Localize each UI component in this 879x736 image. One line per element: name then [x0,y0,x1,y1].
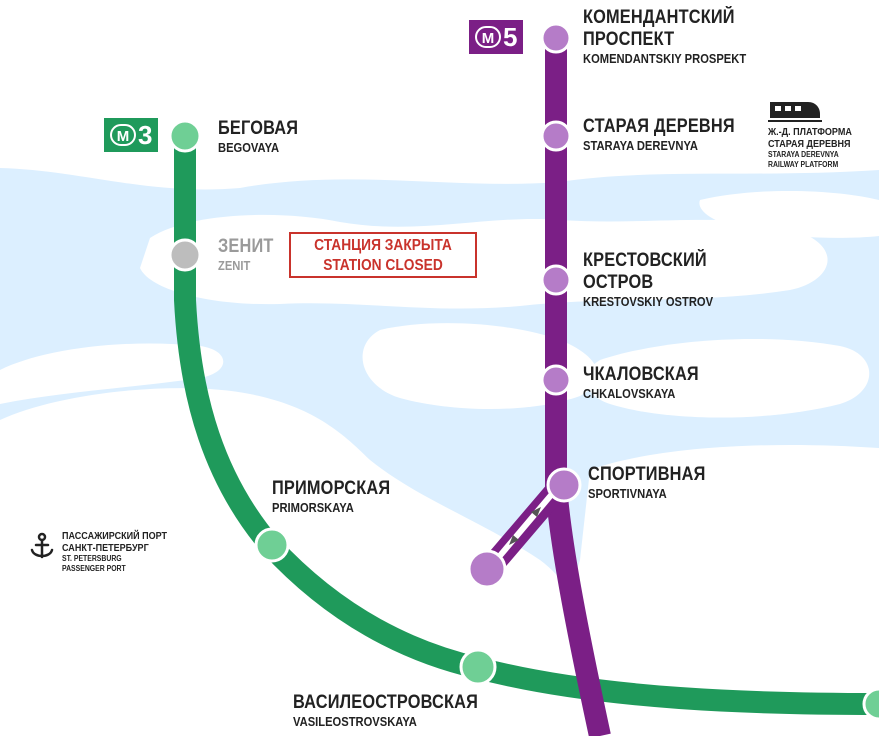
station-name-ru: ПРИМОРСКАЯ [272,478,391,499]
closed-notice-en: STATION CLOSED [323,257,443,274]
train-icon [768,102,822,122]
land-krestovsky-south [586,338,870,418]
station-dot-vasileostrovskaya[interactable] [459,648,497,686]
port-ru: ПАССАЖИРСКИЙ ПОРТ [62,530,168,542]
line-3-track [174,125,879,715]
line-5-number: 5 [503,22,518,52]
station-name-en: CHKALOVSKAYA [583,386,676,401]
station-name-ru: СТАРАЯ ДЕРЕВНЯ [583,116,735,137]
land-north [0,0,879,190]
anchor-icon [30,532,54,559]
station-dot-staraya[interactable] [540,120,572,152]
station-label-primorskaya[interactable]: ПРИМОРСКАЯ PRIMORSKAYA [272,478,410,515]
station-dot-chkalovskaya[interactable] [540,364,572,396]
station-name-en: KOMENDANTSKIY PROSPEKT [583,51,747,66]
station-name-ru: БЕГОВАЯ [218,118,299,139]
station-dot-primorskaya[interactable] [254,527,290,563]
metro-logo-icon: M [110,124,136,146]
land-petrogradsky [569,444,879,736]
metro-logo-icon: M [475,26,501,48]
port-en: ST. PETERSBURG [62,554,122,563]
station-dot-begovaya[interactable] [168,119,202,153]
station-dot-sportivnaya[interactable] [546,467,582,503]
station-name-ru: ПРОСПЕКТ [583,29,675,50]
station-label-staraya[interactable]: СТАРАЯ ДЕРЕВНЯ STARAYA DEREVNYA [583,116,760,153]
station-name-en: SPORTIVNAYA [588,486,667,501]
station-dot-zenit[interactable] [168,238,202,272]
station-dot-sportivnaya-2[interactable] [467,549,507,589]
passenger-port-label: ПАССАЖИРСКИЙ ПОРТ САНКТ-ПЕТЕРБУРГ ST. PE… [62,530,184,574]
station-name-en: VASILEOSTROVSKAYA [293,714,417,729]
station-name-ru: КОМЕНДАНТСКИЙ [583,7,735,28]
station-label-chkalovskaya[interactable]: ЧКАЛОВСКАЯ CHKALOVSKAYA [583,364,718,401]
land-vasilyevsky-west [0,343,224,404]
station-name-en: PRIMORSKAYA [272,500,354,515]
land-yelagin [362,323,598,409]
station-dot-komendantskiy[interactable] [540,22,572,54]
station-closed-notice: СТАНЦИЯ ЗАКРЫТА STATION CLOSED [289,232,477,278]
railway-ru: Ж.-Д. ПЛАТФОРМА [768,126,852,138]
station-name-ru: ОСТРОВ [583,272,654,293]
station-label-krestovskiy[interactable]: КРЕСТОВСКИЙ ОСТРОВ KRESTOVSKIY OSTROV [583,250,734,309]
station-label-vasileostrovskaya[interactable]: ВАСИЛЕОСТРОВСКАЯ VASILEOSTROVSKAYA [293,692,508,729]
passage-arrow-icon [509,507,541,545]
line-3-number: 3 [138,120,153,150]
railway-platform-label: Ж.-Д. ПЛАТФОРМА СТАРАЯ ДЕРЕВНЯ STARAYA D… [768,126,866,170]
railway-en: STARAYA DEREVNYA [768,150,839,159]
station-name-en: ZENIT [218,258,251,273]
station-label-begovaya[interactable]: БЕГОВАЯ BEGOVAYA [218,118,311,155]
station-name-ru: КРЕСТОВСКИЙ [583,250,707,271]
station-name-en: KRESTOVSKIY OSTROV [583,294,714,309]
station-label-sportivnaya[interactable]: СПОРТИВНАЯ SPORTIVNAYA [588,464,725,501]
line-5-badge[interactable]: M 5 [469,20,524,54]
port-ru: САНКТ-ПЕТЕРБУРГ [62,542,149,554]
station-name-ru: ВАСИЛЕОСТРОВСКАЯ [293,692,479,713]
railway-en: RAILWAY PLATFORM [768,160,839,169]
line-3-badge[interactable]: M 3 [104,118,159,152]
station-dot-krestovskiy[interactable] [540,264,572,296]
station-name-ru: СПОРТИВНАЯ [588,464,706,485]
land-island-east [699,190,879,238]
closed-notice-ru: СТАНЦИЯ ЗАКРЫТА [314,237,452,254]
station-label-zenit[interactable]: ЗЕНИТ ZENIT [218,236,283,273]
port-en: PASSENGER PORT [62,564,126,573]
station-name-en: STARAYA DEREVNYA [583,138,698,153]
station-label-komendantskiy[interactable]: КОМЕНДАНТСКИЙ ПРОСПЕКТ KOMENDANTSKIY PRO… [583,7,773,66]
station-name-ru: ЧКАЛОВСКАЯ [583,364,699,385]
station-name-ru: ЗЕНИТ [218,236,274,257]
station-name-en: BEGOVAYA [218,140,280,155]
passage-inner [495,492,555,560]
station-dot-edge[interactable] [862,687,879,721]
railway-ru: СТАРАЯ ДЕРЕВНЯ [768,138,851,150]
